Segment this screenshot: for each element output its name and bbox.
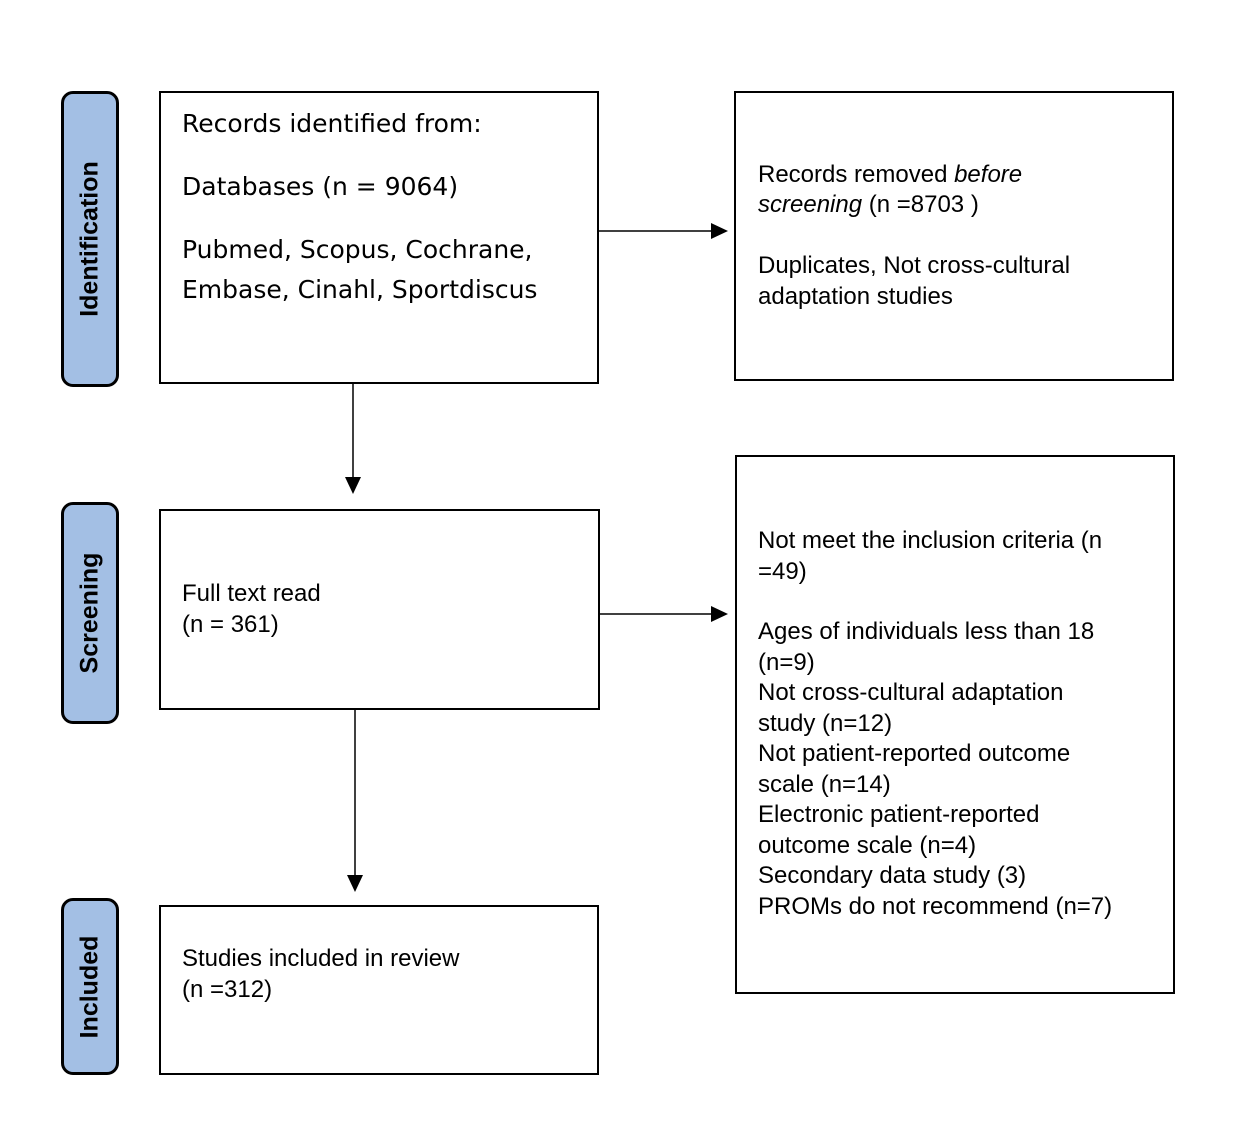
records-removed-screening: screening [758, 191, 863, 218]
identification-sources-line1: Pubmed, Scopus, Cochrane, [182, 235, 533, 264]
records-removed-prefix: Records removed [758, 161, 955, 188]
records-removed-box [734, 91, 1174, 381]
excluded-reason-line: study (n=12) [758, 709, 893, 737]
records-removed-reason-line1: Duplicates, Not cross-cultural [758, 252, 1071, 279]
phase-screening: Screening [61, 502, 119, 724]
arrowhead-screening [345, 477, 361, 494]
identification-sources-line2: Embase, Cinahl, Sportdiscus [182, 275, 538, 304]
excluded-heading-line2: =49) [758, 558, 807, 585]
records-removed-line1: Records removed before [758, 160, 1022, 190]
arrowhead-removed [711, 223, 728, 239]
excluded-heading-line1: Not meet the inclusion criteria (n [758, 527, 1103, 554]
excluded-reason-line: Electronic patient-reported [758, 801, 1040, 828]
excluded-reason-line: scale (n=14) [758, 770, 891, 798]
excluded-reason-line: outcome scale (n=4) [758, 831, 977, 859]
screening-line1: Full text read [182, 580, 321, 607]
arrowhead-excluded [711, 606, 728, 622]
arrowhead-included [347, 875, 363, 892]
screening-line2: (n = 361) [182, 611, 279, 638]
phase-identification: Identification [61, 91, 119, 387]
excluded-reason-line: Not patient-reported outcome [758, 740, 1071, 767]
records-removed-count: (n =8703 ) [862, 191, 979, 218]
excluded-reason-line: (n=9) [758, 648, 815, 676]
excluded-box [735, 455, 1175, 994]
records-removed-before: before [954, 161, 1023, 188]
records-removed-reason-line2: adaptation studies [758, 283, 953, 310]
included-line2: (n =312) [182, 976, 273, 1003]
excluded-reason-line: PROMs do not recommend (n=7) [758, 892, 1113, 920]
excluded-reasons-list: Ages of individuals less than 18 (n=9) N… [758, 617, 1112, 922]
included-box [159, 905, 599, 1075]
phase-included: Included [61, 898, 119, 1075]
excluded-reason-line: Not cross-cultural adaptation [758, 679, 1064, 706]
identification-box [159, 91, 599, 384]
excluded-reason-line: Secondary data study (3) [758, 862, 1027, 889]
identification-heading: Records identified from: [182, 109, 482, 138]
included-line1: Studies included in review [182, 945, 460, 972]
screening-box [159, 509, 600, 710]
excluded-reason-line: Ages of individuals less than 18 [758, 618, 1095, 645]
identification-databases: Databases (n = 9064) [182, 172, 459, 201]
records-removed-line2: screening (n =8703 ) [758, 190, 979, 220]
